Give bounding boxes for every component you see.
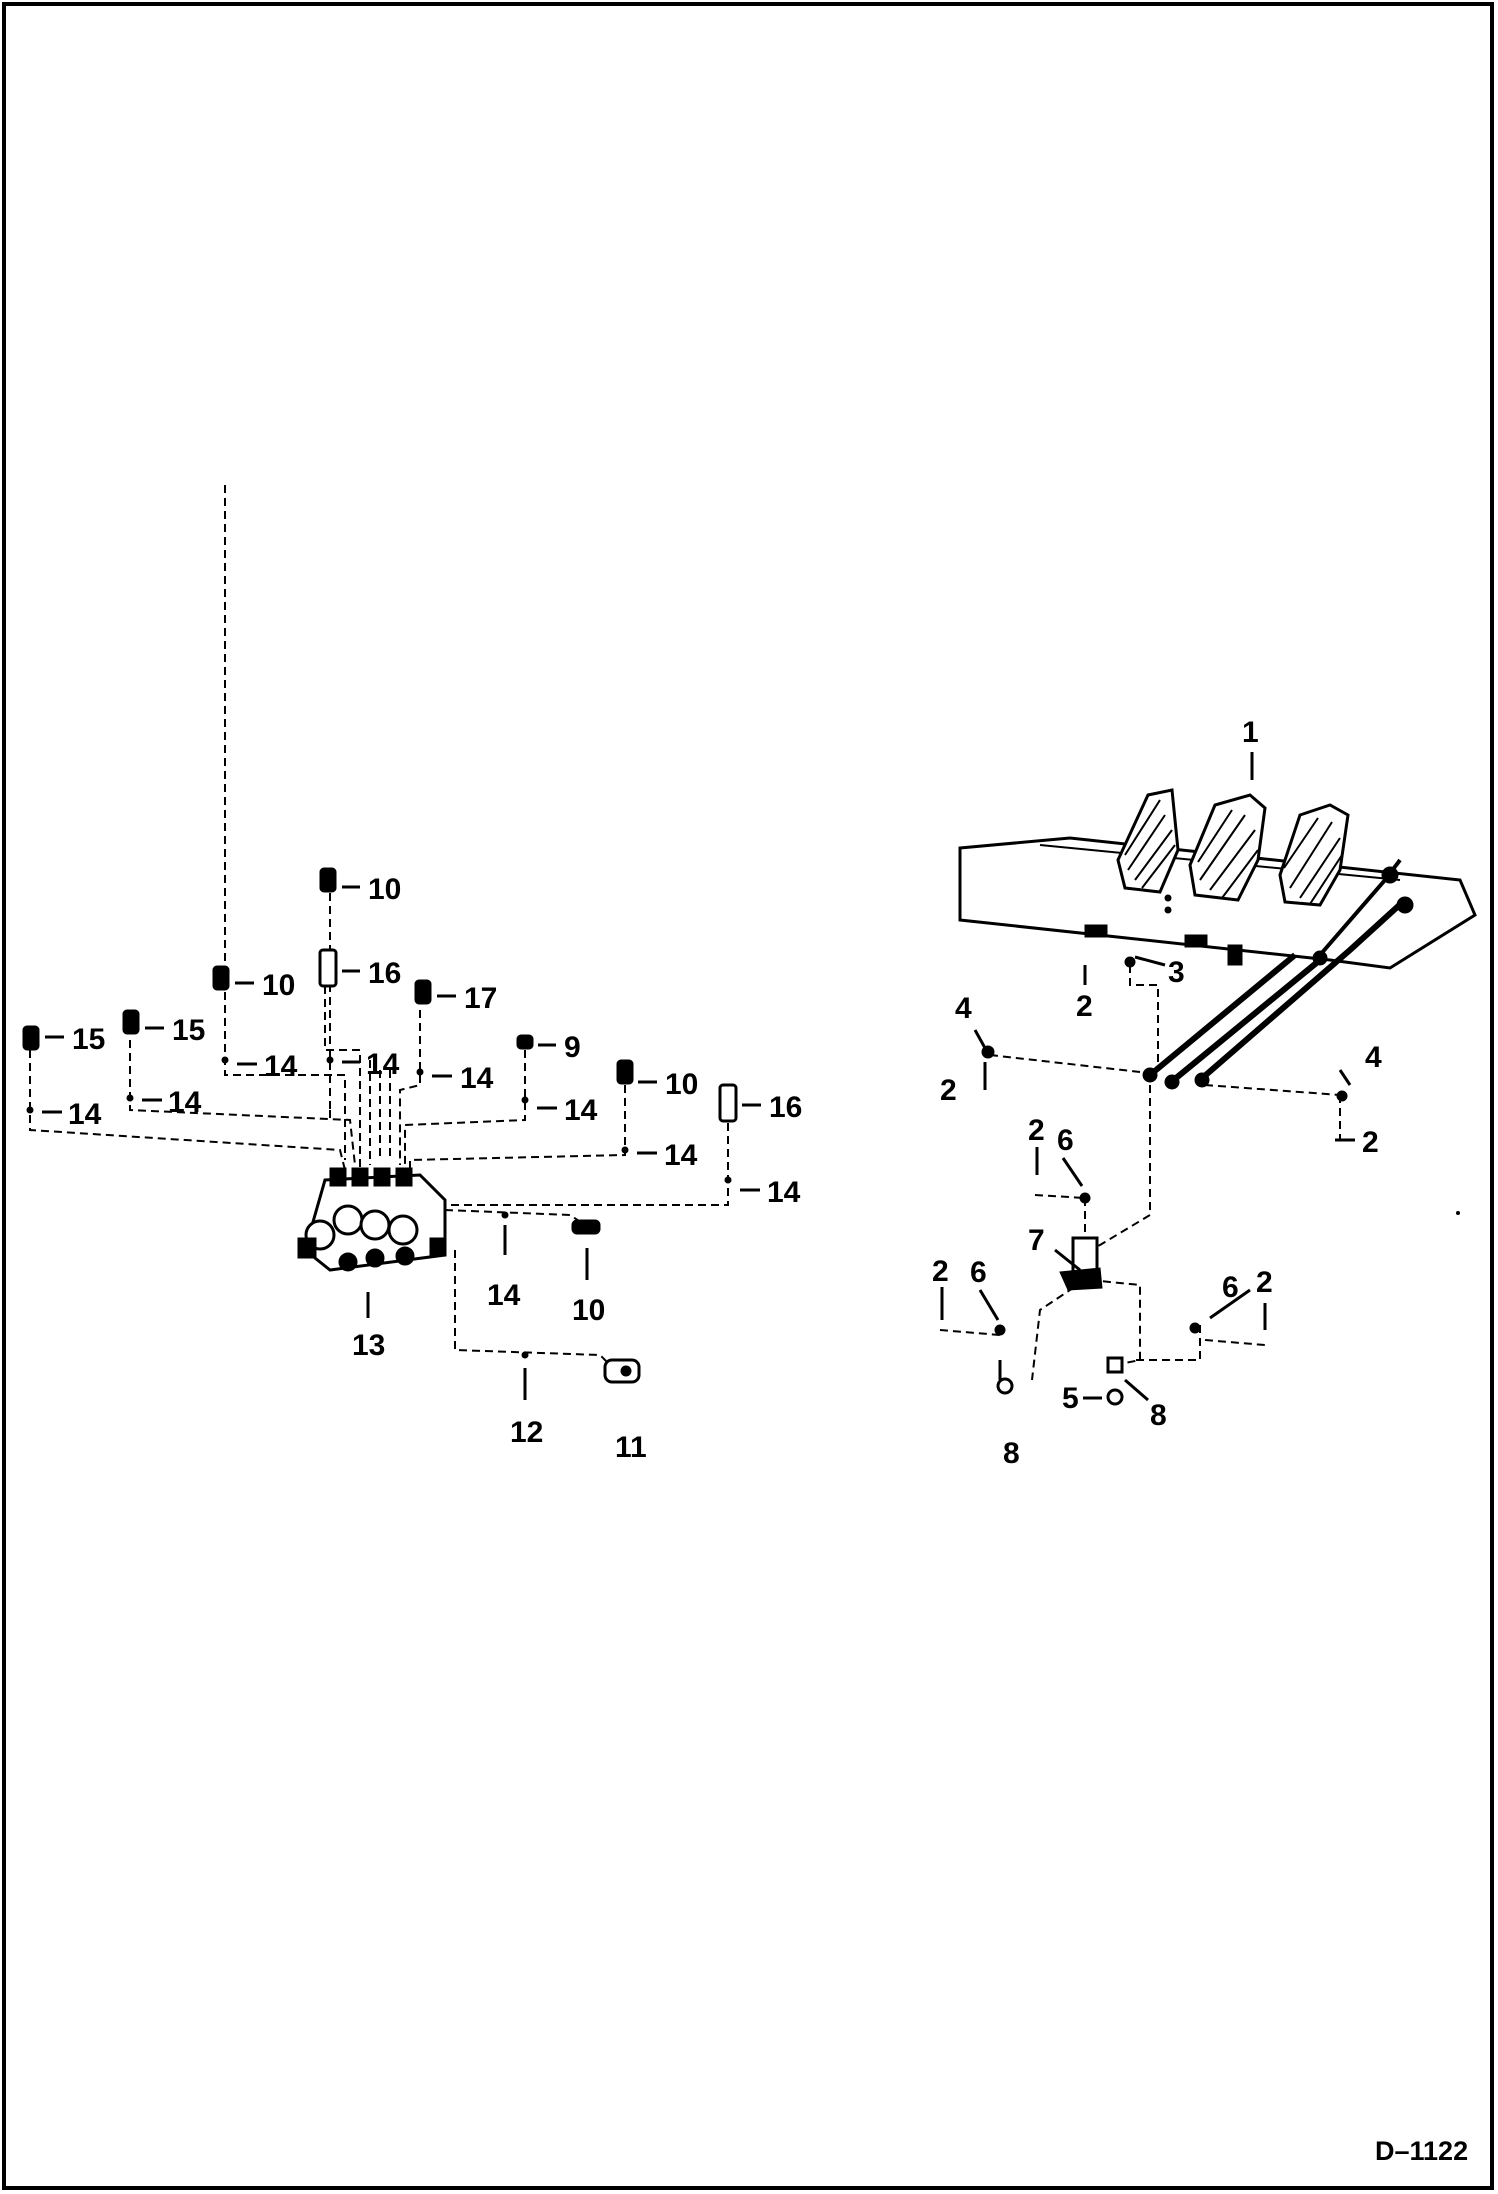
callout-16-right: 16 [769, 1091, 802, 1124]
callout-2-c: 2 [1362, 1126, 1379, 1159]
leader-lines-left [42, 885, 761, 1400]
fitting-15-b [122, 1009, 140, 1035]
callout-2-f: 2 [1256, 1266, 1273, 1299]
pedal-middle [1188, 793, 1267, 902]
callout-7: 7 [1028, 1224, 1045, 1257]
callout-12: 12 [510, 1416, 543, 1449]
callout-16-top: 16 [368, 957, 401, 990]
callout-17: 17 [464, 982, 497, 1015]
callout-1-pedals: 1 [1242, 716, 1259, 749]
callout-11: 11 [615, 1431, 647, 1464]
speck [1456, 1211, 1460, 1215]
linkage-hardware [981, 956, 1348, 1406]
fitting-15-a [22, 1025, 40, 1051]
callout-6-c: 6 [1222, 1271, 1239, 1304]
callout-4-b: 4 [1365, 1041, 1382, 1074]
callout-2-d: 2 [1028, 1114, 1045, 1147]
linkage-routes [939, 965, 1341, 1381]
callout-14-e: 14 [460, 1062, 494, 1095]
callout-13-valve: 13 [352, 1329, 385, 1362]
pedal-right [1278, 803, 1350, 907]
fitting-10-mid [616, 1059, 634, 1085]
fitting-9 [516, 1034, 534, 1050]
callout-3: 3 [1168, 956, 1185, 989]
callout-10-mid: 10 [665, 1068, 698, 1101]
callout-2-a: 2 [1076, 990, 1093, 1023]
leader-lines-right [940, 752, 1355, 1402]
o-rings-14 [26, 1056, 732, 1359]
control-valve-body [297, 1167, 447, 1272]
fitting-16-top [318, 948, 338, 988]
fitting-10-left [212, 965, 230, 991]
callout-2-b: 2 [940, 1074, 957, 1107]
callout-8-left: 8 [1003, 1437, 1020, 1470]
fitting-10-elbow [571, 1219, 601, 1235]
control-valve-assembly: 10 16 10 17 15 15 9 10 16 14 14 14 14 14… [22, 485, 802, 1464]
callout-8-right: 8 [1150, 1399, 1167, 1432]
callout-10-left: 10 [262, 969, 295, 1002]
drawing-id: D–1122 [1375, 2136, 1468, 2166]
callout-6-a: 6 [1057, 1124, 1074, 1157]
callout-14-a: 14 [68, 1098, 102, 1131]
callout-14-d: 14 [366, 1048, 400, 1081]
foot-pedal-assembly: 1 3 2 4 2 4 2 2 6 7 2 6 6 2 5 8 8 [932, 716, 1477, 1470]
callout-14-b: 14 [168, 1086, 202, 1119]
callout-15-b: 15 [172, 1014, 205, 1047]
callout-10-top: 10 [368, 873, 401, 906]
callout-10-elbow: 10 [572, 1294, 605, 1327]
fitting-10-top [319, 867, 337, 893]
callout-14-f: 14 [564, 1094, 598, 1127]
callout-6-b: 6 [970, 1256, 987, 1289]
callout-14-h: 14 [767, 1176, 801, 1209]
callout-15-a: 15 [72, 1023, 105, 1056]
fitting-17 [414, 979, 432, 1005]
callout-14-j: 14 [487, 1279, 521, 1312]
fitting-16-right [718, 1083, 738, 1123]
callout-14-c: 14 [264, 1050, 298, 1083]
callout-9: 9 [564, 1031, 581, 1064]
linkage-rods [1142, 858, 1414, 1090]
callout-14-g: 14 [664, 1139, 698, 1172]
fitting-11-elbow [603, 1358, 641, 1384]
callout-4-a: 4 [955, 992, 972, 1025]
pedal-left [1116, 788, 1180, 894]
callout-5: 5 [1062, 1382, 1079, 1415]
callout-2-e: 2 [932, 1255, 949, 1288]
